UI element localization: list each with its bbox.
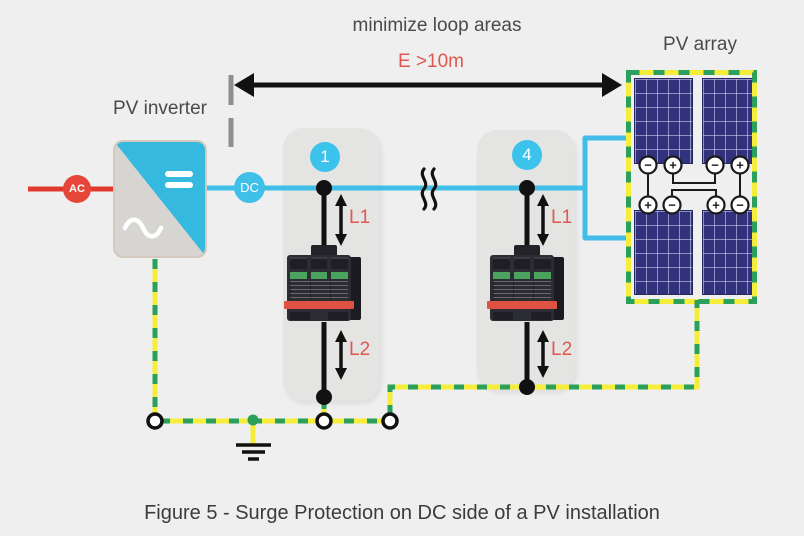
spd2-device bbox=[487, 245, 566, 323]
spd-front-face bbox=[284, 255, 354, 321]
spd1-l2-label: L2 bbox=[349, 339, 371, 360]
terminal-symbol: − bbox=[668, 198, 676, 213]
distance-label: E >10m bbox=[397, 51, 464, 72]
spd2-l2-label: L2 bbox=[551, 339, 573, 360]
ground-wires-green bbox=[152, 70, 757, 424]
spd1-device bbox=[284, 245, 363, 323]
pv-terminals-row1: − + − + bbox=[638, 155, 750, 175]
spd-red-stripe bbox=[487, 301, 557, 309]
pv-array-label: PV array bbox=[663, 34, 737, 55]
spd-label-area bbox=[493, 281, 551, 300]
spd-label-area bbox=[290, 281, 348, 300]
spd-red-stripe bbox=[284, 301, 354, 309]
pv-string-wiring bbox=[647, 165, 741, 205]
solar-panel-top-right bbox=[702, 78, 753, 164]
solar-panel-bottom-right bbox=[702, 210, 753, 295]
spd-bottom-blocks bbox=[493, 312, 551, 320]
spd-status-windows bbox=[493, 272, 552, 279]
spd2-l2-arrow-icon bbox=[537, 330, 549, 378]
pv-inverter-label: PV inverter bbox=[113, 98, 207, 119]
terminal-symbol: + bbox=[736, 158, 744, 173]
spd-status-windows bbox=[290, 272, 349, 279]
solar-panel-bottom-left bbox=[634, 210, 693, 295]
spd-terminal-screws bbox=[493, 257, 552, 269]
spd1-number-badge: 1 bbox=[310, 142, 340, 172]
spd1-l1-label: L1 bbox=[349, 207, 371, 228]
earth-ground-icon bbox=[236, 443, 271, 461]
spd2-number-badge: 4 bbox=[512, 140, 542, 170]
earth-node-dot bbox=[247, 414, 259, 426]
spd1-l2-arrow-icon bbox=[335, 330, 347, 380]
spd1-l1-arrow-icon bbox=[335, 194, 347, 246]
spd2-l1-arrow-icon bbox=[537, 194, 549, 246]
terminal-symbol: − bbox=[711, 158, 719, 173]
pv-terminals-row2: + − + − bbox=[638, 195, 750, 215]
terminal-symbol: + bbox=[644, 198, 652, 213]
junction-dots bbox=[316, 180, 535, 405]
spd-top-terminal bbox=[514, 245, 540, 257]
terminal-symbol: + bbox=[669, 158, 677, 173]
dc-badge: DC bbox=[234, 172, 265, 203]
terminal-symbol: − bbox=[736, 198, 744, 213]
spd-terminal-screws bbox=[290, 257, 349, 269]
terminal-symbol: + bbox=[712, 198, 720, 213]
spd-bottom-blocks bbox=[290, 312, 348, 320]
pv-inverter-box bbox=[113, 140, 207, 258]
line-break-icon bbox=[420, 167, 438, 211]
minimize-loop-label: minimize loop areas bbox=[352, 15, 522, 36]
spd2-l1-label: L1 bbox=[551, 207, 573, 228]
dc-symbol-icon bbox=[165, 171, 193, 188]
terminal-symbol: − bbox=[644, 158, 652, 173]
spd-top-terminal bbox=[311, 245, 337, 257]
ground-bus-nodes bbox=[146, 412, 399, 430]
solar-panel-top-left bbox=[634, 78, 693, 164]
spd-front-face bbox=[487, 255, 557, 321]
ac-sine-icon bbox=[122, 217, 164, 239]
ac-badge: AC bbox=[63, 175, 91, 203]
loop-distance-arrow-icon bbox=[234, 73, 622, 97]
inverter-dc-half bbox=[114, 141, 206, 257]
figure-caption: Figure 5 - Surge Protection on DC side o… bbox=[144, 502, 660, 524]
l-measure-arrows bbox=[335, 194, 549, 380]
spd-connection-wires bbox=[321, 188, 530, 397]
